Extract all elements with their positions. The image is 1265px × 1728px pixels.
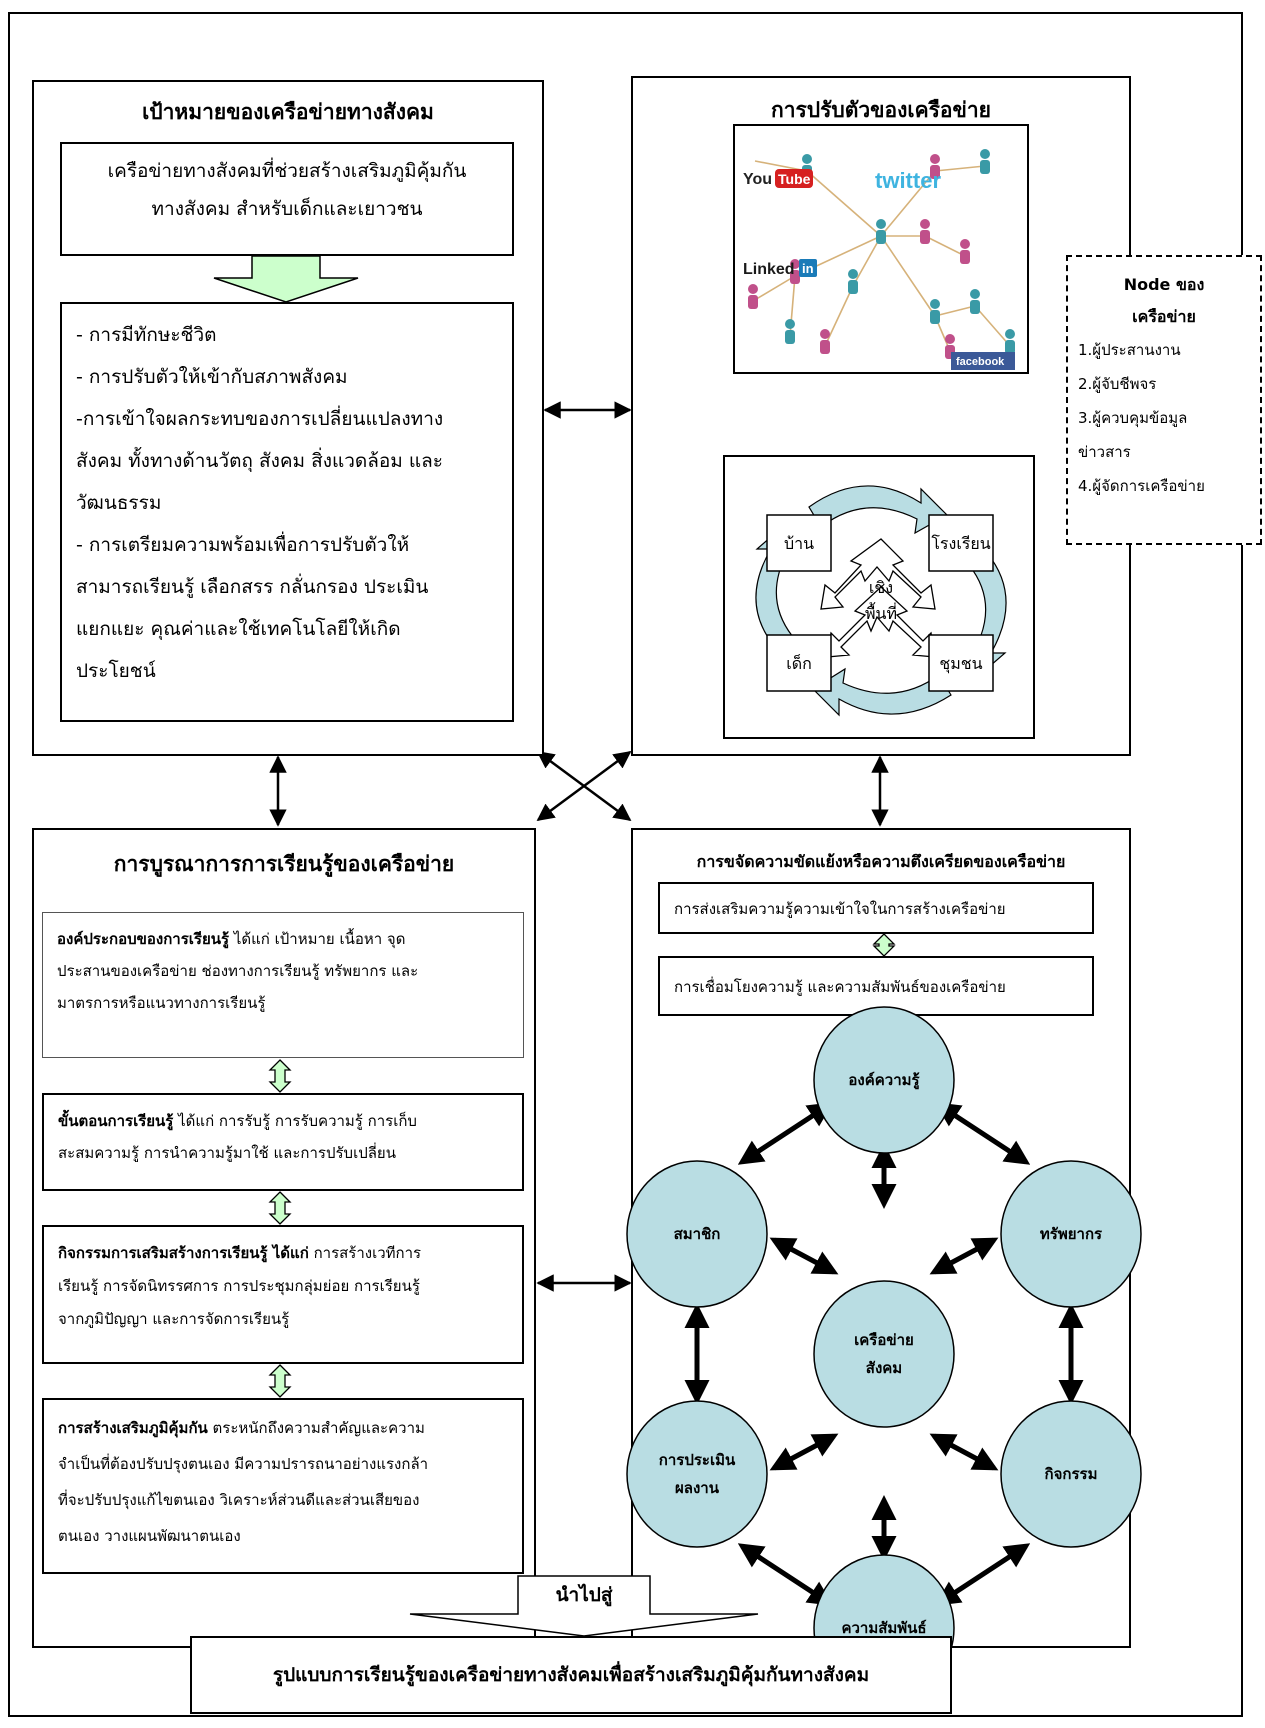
youtube-logo-tube: Tube [778,171,811,187]
learning-component-text: มาตรการหรือแนวทางการเรียนรู้ [57,994,266,1012]
goal-statement-box: เครือข่ายทางสังคมที่ช่วยสร้างเสริมภูมิคุ… [60,142,514,256]
result-box: รูปแบบการเรียนรู้ของเครือข่ายทางสังคมเพื… [190,1636,952,1714]
goal-title: เป้าหมายของเครือข่ายทางสังคม [142,100,434,124]
learning-activities-box: กิจกรรมการเสริมสร้างการเรียนรู้ ได้แก่ ก… [42,1225,524,1364]
adapt-title: การปรับตัวของเครือข่าย [771,98,991,122]
immunity-text: ตระหนักถึงความสำคัญและความจำเป็นที่ต้องป… [58,1419,429,1545]
learning-steps-text: ได้แก่ การรับรู้ การรับความรู้ การเก็บ [173,1112,417,1130]
circle-left-bottom-line: ผลงาน [675,1479,719,1497]
conflict-title: การขจัดความขัดแย้งหรือความตึงเครียดของเค… [696,852,1066,871]
circle-center-line: สังคม [865,1359,903,1377]
facebook-logo: facebook [956,356,1005,368]
learning-component-text: ได้แก่ เป้าหมาย เนื้อหา จุด [229,930,406,948]
people-icons [748,149,1015,359]
goal-statement-line: เครือข่ายทางสังคมที่ช่วยสร้างเสริมภูมิคุ… [107,160,467,182]
immunity-bold: การสร้างเสริมภูมิคุ้มกัน [58,1419,208,1437]
cycle-school: โรงเรียน [931,534,991,553]
circle-right-top-label: ทรัพยากร [1039,1225,1103,1243]
learning-activities-text: การสร้างเวทีการ [308,1244,422,1262]
cycle-child: เด็ก [786,654,812,673]
goal-item: ประโยชน์ [76,660,156,682]
lead-label: นำไปสู่ [555,1584,613,1606]
goal-item: -การเข้าใจผลกระทบของการเปลี่ยนแปลงทาง [76,408,444,430]
circle-right-bottom-label: กิจกรรม [1044,1465,1098,1483]
outer-frame [8,12,1243,1717]
goal-items-box: - การมีทักษะชีวิต - การปรับตัวให้เข้ากับ… [60,302,514,722]
linkedin-logo-in: in [802,261,814,276]
cycle-graphic [755,485,1007,717]
goal-item: แยกแยะ คุณค่าและใช้เทคโนโลยีให้เกิด [76,618,401,640]
cycle-center: เชิง พื้นที่ [841,575,921,627]
circle-left-bottom-label: การประเมิน ผลงาน [627,1446,767,1502]
cycle-home: บ้าน [783,534,815,553]
learning-component-text: ประสานของเครือข่าย ช่องทางการเรียนรู้ ทร… [57,962,419,980]
goal-item: สามารถเรียนรู้ เลือกสรร กลั่นกรอง ประเมิ… [76,576,429,598]
nodes-item: 4.ผู้จัดการเครือข่าย [1078,477,1205,495]
learning-steps-box: ขั้นตอนการเรียนรู้ ได้แก่ การรับรู้ การร… [42,1093,524,1191]
goal-item: - การมีทักษะชีวิต [76,324,217,346]
network-graph: You Tube twitter Linked in facebook [743,149,1015,370]
nodes-item: ข่าวสาร [1078,443,1131,461]
cycle-community: ชุมชน [939,654,983,673]
circle-bottom-label: ความสัมพันธ์ [841,1619,927,1637]
learning-activities-bold: กิจกรรมการเสริมสร้างการเรียนรู้ ได้แก่ [58,1244,309,1262]
nodes-title: เครือข่าย [1132,307,1196,326]
learning-component-box: องค์ประกอบของการเรียนรู้ ได้แก่ เป้าหมาย… [42,912,524,1058]
learning-steps-text: สะสมความรู้ การนำความรู้มาใช้ และการปรับ… [58,1144,396,1162]
nodes-title: Node ของ [1123,275,1205,294]
integration-title: การบูรณาการการเรียนรู้ของเครือข่าย [113,852,455,876]
nodes-item: 2.ผู้จับชีพจร [1078,375,1157,393]
cycle-diagram: บ้าน โรงเรียน เด็ก ชุมชน เชิง พื้นที่ [723,455,1035,739]
circle-left-top-label: สมาชิก [673,1225,721,1243]
circle-center-label: เครือข่าย สังคม [814,1326,954,1382]
nodes-box: Node ของ เครือข่าย 1.ผู้ประสานงาน 2.ผู้จ… [1066,255,1262,545]
learning-component-bold: องค์ประกอบของการเรียนรู้ [57,930,230,948]
goal-item: สังคม ทั้งทางด้านวัตถุ สังคม สิ่งแวดล้อม… [76,450,443,472]
conflict-box-1: การส่งเสริมความรู้ความเข้าใจในการสร้างเค… [658,882,1094,934]
goal-item: - การปรับตัวให้เข้ากับสภาพสังคม [76,366,348,388]
goal-item: วัฒนธรรม [76,492,162,514]
learning-activities-text: เรียนรู้ การจัดนิทรรศการ การประชุมกลุ่มย… [58,1277,420,1295]
youtube-logo: You [743,171,772,188]
circle-center-line: เครือข่าย [854,1331,914,1349]
circle-left-bottom-line: การประเมิน [658,1451,736,1469]
immunity-box: การสร้างเสริมภูมิคุ้มกัน ตระหนักถึงความส… [42,1398,524,1574]
linkedin-logo: Linked [743,261,795,278]
arrow-cross-2 [536,750,632,822]
circle-top-label: องค์ความรู้ [848,1071,920,1089]
goal-item: - การเตรียมความพร้อมเพื่อการปรับตัวให้ [76,534,410,556]
cross-arrows [820,538,936,658]
social-network-image: You Tube twitter Linked in facebook [733,124,1029,374]
nodes-item: 1.ผู้ประสานงาน [1078,341,1181,359]
goal-statement-line: ทางสังคม สำหรับเด็กและเยาวชน [151,198,423,220]
twitter-logo: twitter [875,168,941,193]
learning-steps-bold: ขั้นตอนการเรียนรู้ [58,1112,174,1130]
cycle-center-line: เชิง [868,578,894,597]
cycle-center-line: พื้นที่ [864,604,898,623]
learning-activities-text: จากภูมิปัญญา และการจัดการเรียนรู้ [58,1310,290,1328]
nodes-item: 3.ผู้ควบคุมข้อมูล [1078,409,1188,427]
conflict-box-2: การเชื่อมโยงความรู้ และความสัมพันธ์ของเค… [658,956,1094,1016]
